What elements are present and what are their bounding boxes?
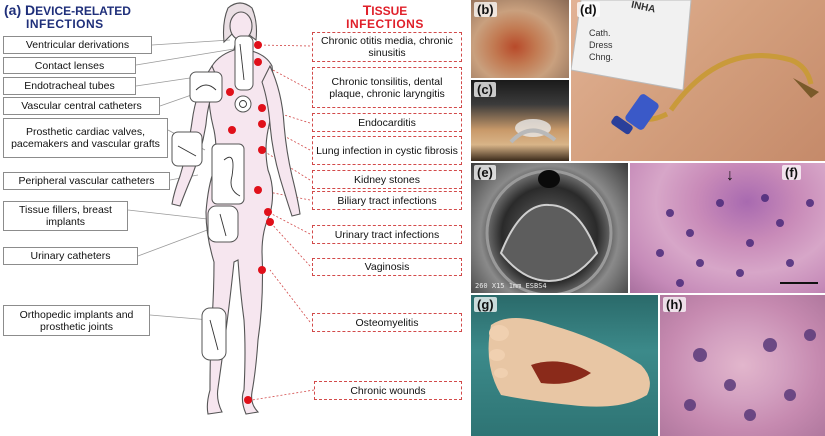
body-illustration <box>127 2 315 415</box>
photo-panel-c: (c) <box>471 80 569 161</box>
photo-panel-f: (f) ↓ <box>630 163 825 293</box>
photo-panel-d: INHA Cath. Dress Chng. (d) <box>571 0 825 161</box>
device-label: Vascular central catheters <box>3 97 160 115</box>
device-label: Peripheral vascular catheters <box>3 172 170 190</box>
device-label: Prosthetic cardiac valves, pacemakers an… <box>3 118 168 158</box>
arrow-down-icon: ↓ <box>726 167 734 184</box>
device-label: Urinary catheters <box>3 247 138 265</box>
tissue-label: Chronic tonsilitis, dental plaque, chron… <box>312 67 462 108</box>
tissue-infections-header: TISSUE INFECTIONS <box>346 2 424 31</box>
tissue-label: Vaginosis <box>312 258 462 276</box>
tissue-label: Lung infection in cystic fibrosis <box>312 136 462 165</box>
photo-panel-g: (g) <box>471 295 658 436</box>
device-label: Orthopedic implants and prosthetic joint… <box>3 305 150 336</box>
photo-panel-h: (h) <box>660 295 825 436</box>
tissue-label: Osteomyelitis <box>312 313 462 332</box>
device-infections-header: (a) DEVICE-RELATED INFECTIONS <box>4 2 131 31</box>
panel-a-label: (a) <box>4 2 22 18</box>
photo-panel-e: (e) 260 X15 1mm ESBS4 <box>471 163 628 293</box>
device-label: Ventricular derivations <box>3 36 152 54</box>
tissue-label: Endocarditis <box>312 113 462 132</box>
tissue-label: Chronic wounds <box>314 381 462 400</box>
tissue-label: Kidney stones <box>312 170 462 189</box>
photo-panel-b: (b) <box>471 0 569 78</box>
tissue-label: Urinary tract infections <box>312 225 462 244</box>
device-label: Tissue fillers, breast implants <box>3 201 128 231</box>
tissue-label: Chronic otitis media, chronic sinusitis <box>312 32 462 62</box>
device-label: Endotracheal tubes <box>3 77 136 95</box>
tissue-label: Biliary tract infections <box>312 191 462 210</box>
device-label: Contact lenses <box>3 57 136 74</box>
